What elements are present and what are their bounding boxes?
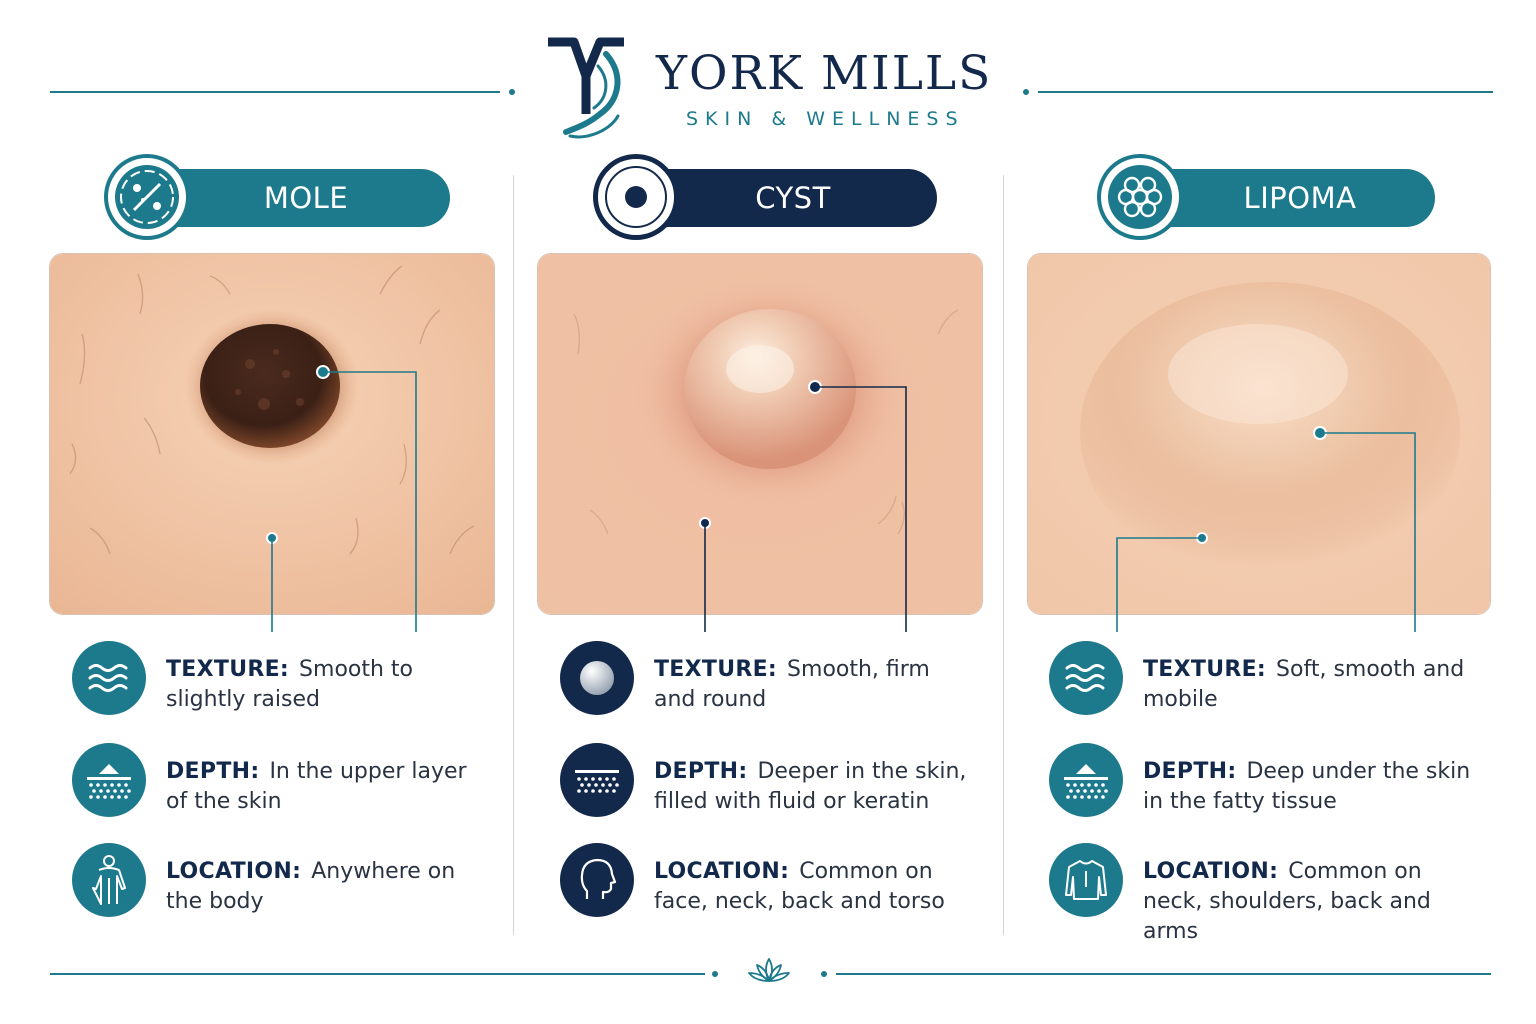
target-dot-icon (605, 166, 667, 228)
footer-dot-left (712, 971, 718, 977)
lipoma-location-text: Common on neck, shoulders, back and arms (1143, 859, 1431, 944)
mole-texture-label: TEXTURE: (166, 657, 290, 682)
header-dot-right (1023, 89, 1029, 95)
cyst-location-label: LOCATION: (654, 859, 790, 884)
lipoma-location-label: LOCATION: (1143, 859, 1279, 884)
body-outline-icon (72, 843, 146, 917)
column-divider-1 (513, 175, 514, 935)
mole-depth-text: In the upper layer of the skin (166, 759, 467, 814)
lipoma-title-pill: LIPOMA (1135, 169, 1435, 227)
mole-header-badge (104, 154, 190, 240)
waves-icon (72, 641, 146, 715)
mole-location-text: Anywhere on the body (166, 859, 456, 914)
cyst-texture-row: TEXTURE:Smooth, firm and round (560, 641, 974, 715)
waves-icon (1049, 641, 1123, 715)
mole-title-pill: MOLE (150, 169, 450, 227)
lipoma-header-badge (1097, 154, 1183, 240)
column-divider-2 (1003, 175, 1004, 935)
footer-rule-left (50, 973, 705, 975)
cyst-texture-text: Smooth, firm and round (654, 657, 930, 712)
mole-texture-row: TEXTURE:Smooth to slightly raised (72, 641, 486, 715)
cyst-header-badge (593, 154, 679, 240)
fat-cells-icon (1108, 165, 1172, 229)
mole-photo (49, 253, 495, 615)
header-rule-right (1038, 91, 1493, 93)
lipoma-texture-row: TEXTURE:Soft, smooth and mobile (1049, 641, 1483, 715)
header-rule-left (50, 91, 500, 93)
lipoma-photo (1027, 253, 1491, 615)
cyst-title-pill: CYST (637, 169, 937, 227)
lipoma-title: LIPOMA (1243, 181, 1357, 215)
footer-dot-right (821, 971, 827, 977)
head-profile-icon (560, 843, 634, 917)
header-dot-left (509, 89, 515, 95)
cyst-title: CYST (755, 181, 831, 215)
cyst-depth-text: Deeper in the skin, filled with fluid or… (654, 759, 967, 814)
ym-monogram-icon (548, 37, 624, 139)
sphere-icon (560, 641, 634, 715)
lipoma-texture-label: TEXTURE: (1143, 657, 1267, 682)
footer-rule-right (836, 973, 1491, 975)
lipoma-depth-label: DEPTH: (1143, 759, 1237, 784)
mole-location-row: LOCATION:Anywhere on the body (72, 843, 486, 917)
brand-tagline: SKIN & WELLNESS (686, 108, 965, 130)
cyst-depth-row: DEPTH:Deeper in the skin, filled with fl… (560, 743, 974, 817)
skin-layer-icon (560, 743, 634, 817)
cyst-texture-label: TEXTURE: (654, 657, 778, 682)
skin-layer-icon (72, 743, 146, 817)
mole-texture-text: Smooth to slightly raised (166, 657, 414, 712)
mole-location-label: LOCATION: (166, 859, 302, 884)
lipoma-location-row: LOCATION:Common on neck, shoulders, back… (1049, 843, 1483, 947)
mole-dots-icon (115, 165, 179, 229)
cyst-depth-label: DEPTH: (654, 759, 748, 784)
mole-depth-row: DEPTH:In the upper layer of the skin (72, 743, 486, 817)
brand-name: YORK MILLS (656, 46, 993, 101)
cyst-location-text: Common on face, neck, back and torso (654, 859, 945, 914)
torso-outline-icon (1049, 843, 1123, 917)
mole-depth-label: DEPTH: (166, 759, 260, 784)
skin-layer-icon (1049, 743, 1123, 817)
lipoma-depth-row: DEPTH:Deep under the skin in the fatty t… (1049, 743, 1483, 817)
cyst-photo (537, 253, 983, 615)
cyst-location-row: LOCATION:Common on face, neck, back and … (560, 843, 974, 917)
lotus-icon (748, 958, 790, 982)
mole-title: MOLE (263, 181, 349, 215)
lipoma-texture-text: Soft, smooth and mobile (1143, 657, 1465, 712)
brand-lockup: YORK MILLS SKIN & WELLNESS (540, 36, 1000, 146)
lipoma-depth-text: Deep under the skin in the fatty tissue (1143, 759, 1471, 814)
